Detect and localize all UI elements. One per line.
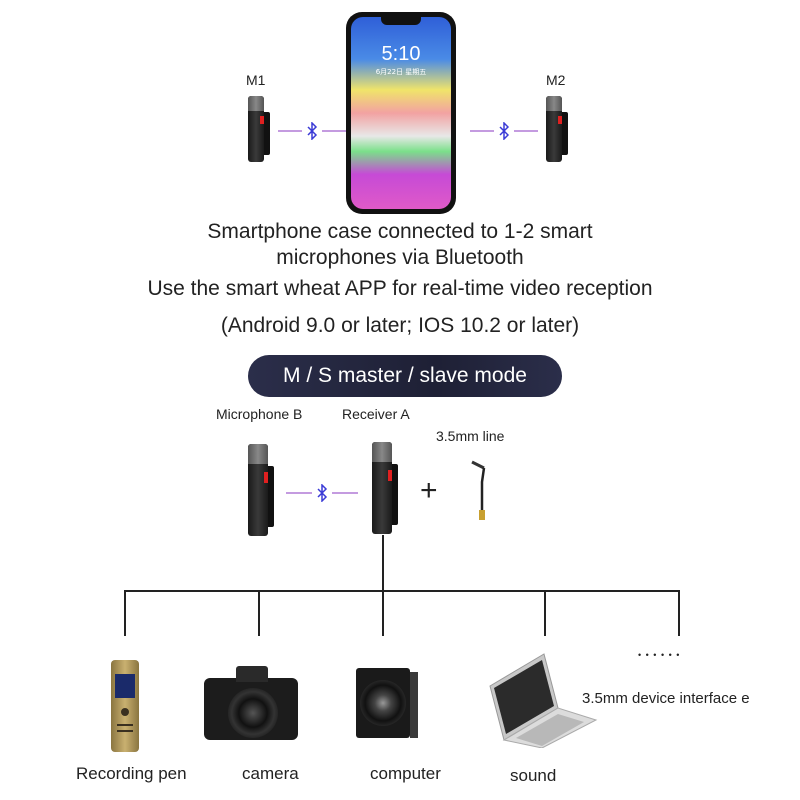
tree-branch-5 — [678, 590, 680, 636]
interface-label-suffix: e — [741, 690, 750, 707]
device-label-camera: camera — [242, 764, 299, 783]
caption-line-4: (Android 9.0 or later; IOS 10.2 or later… — [220, 314, 580, 337]
phone-time: 5:10 — [381, 43, 421, 65]
microphone-m2 — [546, 96, 568, 162]
tree-branch-4 — [544, 590, 546, 636]
phone-screen: 5:10 6月22日 星期五 — [351, 17, 451, 209]
phone: 5:10 6月22日 星期五 — [346, 12, 456, 214]
tree-branch-3 — [382, 590, 384, 636]
microphone-b-label: Microphone B — [216, 406, 303, 422]
bluetooth-icon — [317, 484, 328, 502]
interface-label: 3.5mm device interface e — [582, 690, 750, 707]
plus-sign: + — [420, 474, 438, 507]
tree-branch-2 — [258, 590, 260, 636]
microphone-m1 — [248, 96, 270, 162]
m1-label: M1 — [246, 72, 266, 88]
phone-date: 6月22日 星期五 — [375, 68, 427, 76]
audio-cable-icon — [471, 460, 486, 520]
device-label-recording-pen: Recording pen — [76, 764, 187, 783]
tree-trunk — [382, 535, 384, 591]
mode-banner: M / S master / slave mode — [248, 355, 562, 397]
bluetooth-link-left — [278, 122, 346, 140]
receiver-a — [372, 442, 398, 534]
speaker-icon — [356, 668, 410, 738]
device-label-sound: sound — [510, 766, 557, 785]
device-label-computer: computer — [370, 764, 441, 783]
tree-branch-1 — [124, 590, 126, 636]
microphone-b — [248, 444, 274, 536]
caption-line-2: microphones via Bluetooth — [276, 246, 524, 269]
receiver-a-label: Receiver A — [342, 406, 410, 422]
phone-notch — [381, 17, 421, 25]
bluetooth-icon — [499, 122, 510, 140]
interface-label-text: 3.5mm device interface — [582, 690, 738, 707]
laptop-icon — [489, 653, 598, 748]
caption-line-3: Use the smart wheat APP for real-time vi… — [147, 277, 653, 300]
line-label: 3.5mm line — [436, 428, 505, 444]
camera-icon — [204, 666, 298, 740]
m2-label: M2 — [546, 72, 566, 88]
caption-line-1: Smartphone case connected to 1-2 smart — [207, 220, 593, 243]
bluetooth-link-middle — [286, 484, 358, 502]
recording-pen-icon — [111, 660, 139, 752]
interface-dots: • • • • • • — [638, 650, 681, 660]
tree-horizontal — [124, 590, 680, 592]
bluetooth-link-right — [470, 122, 538, 140]
bluetooth-icon — [307, 122, 318, 140]
